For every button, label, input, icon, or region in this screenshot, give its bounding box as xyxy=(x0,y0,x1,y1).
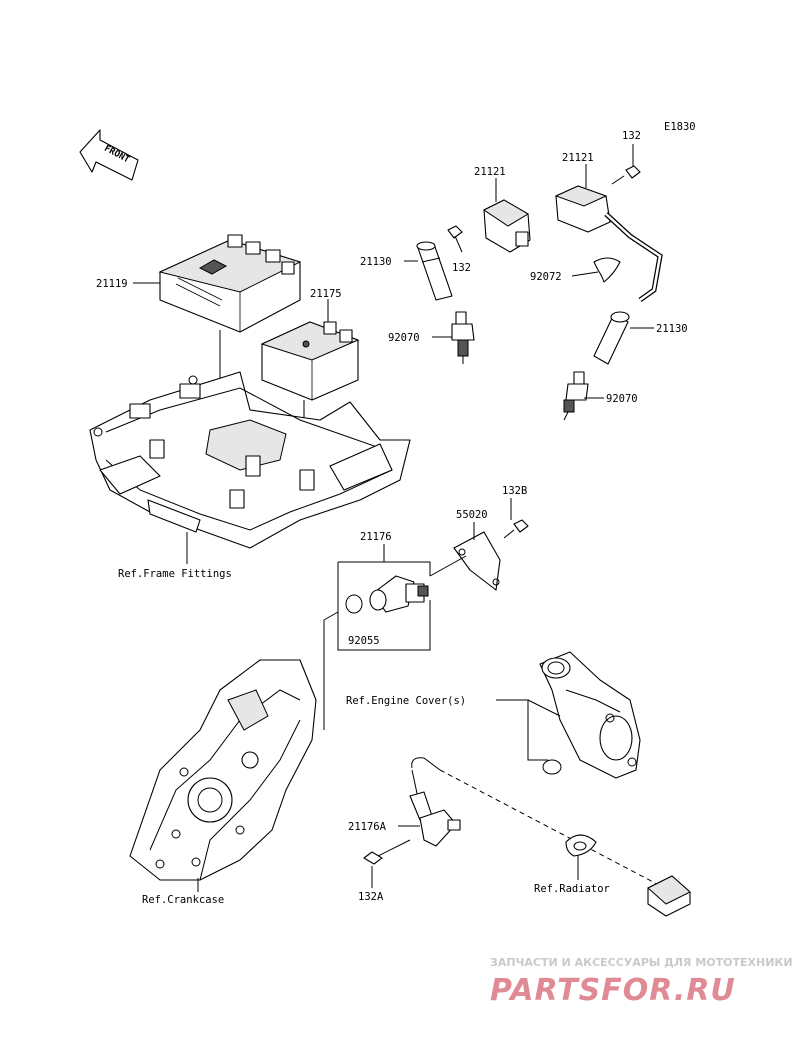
engine-cover xyxy=(539,651,641,779)
bolt-132-top xyxy=(611,165,641,185)
bolt-132-mid xyxy=(447,225,463,253)
watermark-brand: PARTSFOR.RU xyxy=(490,973,736,1008)
spark-plug-left xyxy=(451,311,475,364)
label-21121-left: 21121 xyxy=(474,166,506,178)
ecu-unit xyxy=(158,234,302,333)
plug-cap-left xyxy=(416,241,453,301)
label-21119: 21119 xyxy=(96,278,128,290)
label-21130-left: 21130 xyxy=(360,256,392,268)
label-55020: 55020 xyxy=(456,509,488,521)
ref-frame-fittings: Ref.Frame Fittings xyxy=(118,568,232,580)
harness-clip xyxy=(565,834,597,857)
ecu-bracket xyxy=(89,371,411,549)
sensor-connector xyxy=(647,875,691,917)
bracket-55020 xyxy=(453,531,501,591)
plug-cap-right xyxy=(593,311,630,365)
label-21121-right: 21121 xyxy=(562,152,594,164)
ignition-coil-left xyxy=(408,184,531,253)
relay-box xyxy=(260,321,360,401)
label-21130-right: 21130 xyxy=(656,323,688,335)
crank-sensor-21176a xyxy=(409,757,461,847)
o-ring-cover xyxy=(542,759,562,775)
label-92070-right: 92070 xyxy=(606,393,638,405)
label-92072: 92072 xyxy=(530,271,562,283)
label-21175: 21175 xyxy=(310,288,342,300)
watermark: ЗАПЧАСТИ И АКСЕССУАРЫ ДЛЯ МОТОТЕХНИКИ PA… xyxy=(490,956,793,1008)
label-21176a: 21176A xyxy=(348,821,387,833)
diagram-code: E1830 xyxy=(664,121,696,133)
label-132-mid: 132 xyxy=(452,262,471,274)
spark-plug-right xyxy=(563,371,589,421)
label-132-top: 132 xyxy=(622,130,641,142)
clamp-92072 xyxy=(593,257,621,283)
ref-radiator: Ref.Radiator xyxy=(534,883,610,895)
label-132a: 132A xyxy=(358,891,384,903)
crankcase xyxy=(129,659,317,881)
watermark-subtitle: ЗАПЧАСТИ И АКСЕССУАРЫ ДЛЯ МОТОТЕХНИКИ xyxy=(490,956,793,969)
ref-engine-cover: Ref.Engine Cover(s) xyxy=(346,695,466,707)
ref-crankcase: Ref.Crankcase xyxy=(142,894,224,906)
label-92070-left: 92070 xyxy=(388,332,420,344)
label-92055: 92055 xyxy=(348,635,380,647)
o-ring-92055 xyxy=(345,594,363,614)
bolt-132b xyxy=(503,519,529,539)
cam-sensor-21176 xyxy=(369,575,429,613)
label-132b: 132B xyxy=(502,485,527,497)
front-arrow-icon: FRONT xyxy=(79,129,139,181)
label-21176: 21176 xyxy=(360,531,392,543)
ignition-coil-right xyxy=(554,185,663,303)
bolt-132a xyxy=(363,839,411,865)
